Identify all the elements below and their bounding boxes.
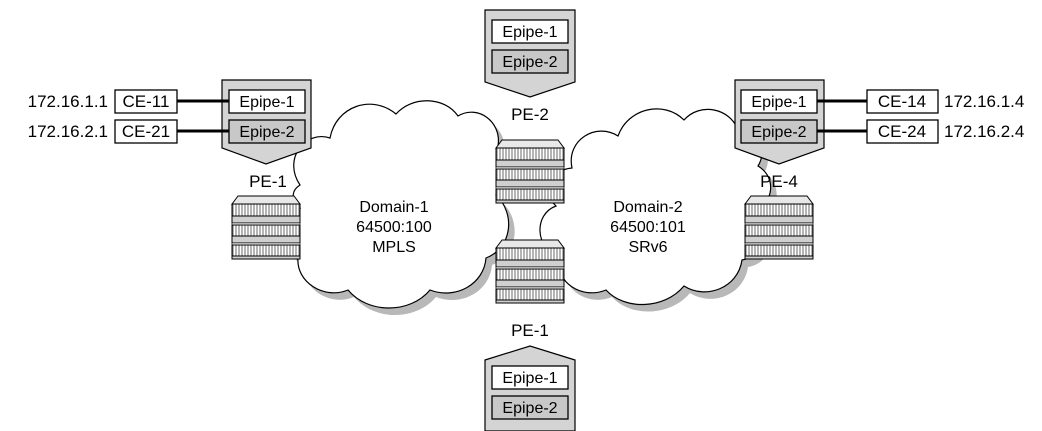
domain-1-cloud: Domain-1 64500:100 MPLS [278,100,516,315]
router-icon [744,195,814,260]
domain-1-transport: MPLS [372,239,416,256]
epipe-panel-pe1-bottom: Epipe-1 Epipe-2 [484,345,576,431]
ce-24-ip: 172.16.2.4 [944,122,1024,141]
epipe-1-label: Epipe-1 [751,94,806,111]
epipe-2-label: Epipe-2 [502,400,557,417]
router-pe2-top [495,139,565,204]
epipe-2-label: Epipe-2 [239,124,294,141]
epipe-1-box [491,19,569,44]
domain-1-asn: 64500:100 [356,219,432,236]
epipe-1-label: Epipe-1 [502,370,557,387]
epipe-2-box [491,395,569,420]
epipe-panel-pe1-left: Epipe-1 Epipe-2 [221,79,312,165]
domain-2-name: Domain-2 [613,199,682,216]
epipe-1-label: Epipe-1 [502,24,557,41]
epipe-2-box [491,49,569,74]
domain-2-cloud: Domain-2 64500:101 SRv6 [539,108,777,312]
pe1-left-label: PE-1 [249,172,287,191]
router-icon [495,239,565,304]
epipe-1-label: Epipe-1 [239,94,294,111]
ce-14-ip: 172.16.1.4 [944,92,1024,111]
epipe-panel-pe4-right: Epipe-1 Epipe-2 [734,79,825,165]
epipe-1-box [491,365,569,390]
epipe-2-label: Epipe-2 [751,124,806,141]
router-pe1-bottom [495,239,565,304]
ce-14-label: CE-14 [878,92,926,111]
domain-2-asn: 64500:101 [610,219,686,236]
ce-14-node: CE-14 172.16.1.4 [866,89,1024,114]
ce-21-node: CE-21 172.16.2.1 [28,119,178,144]
ce-21-ip: 172.16.2.1 [28,122,108,141]
pe2-top-label: PE-2 [511,105,549,124]
router-pe4-right [744,195,814,260]
router-icon [231,195,301,260]
pe4-right-label: PE-4 [760,172,798,191]
ce-24-node: CE-24 172.16.2.4 [866,119,1024,144]
router-icon [495,139,565,204]
router-pe1-left [231,195,301,260]
domain-2-transport: SRv6 [628,239,667,256]
ce-11-ip: 172.16.1.1 [28,92,108,111]
ce-11-node: CE-11 172.16.1.1 [28,89,178,114]
ce-links [177,99,867,133]
ce-21-label: CE-21 [122,122,170,141]
pe1-bottom-label: PE-1 [511,321,549,340]
ce-24-label: CE-24 [878,122,926,141]
domain-1-name: Domain-1 [359,199,428,216]
epipe-2-label: Epipe-2 [502,54,557,71]
ce-11-label: CE-11 [123,92,170,111]
epipe-panel-pe2-top: Epipe-1 Epipe-2 [484,9,576,98]
